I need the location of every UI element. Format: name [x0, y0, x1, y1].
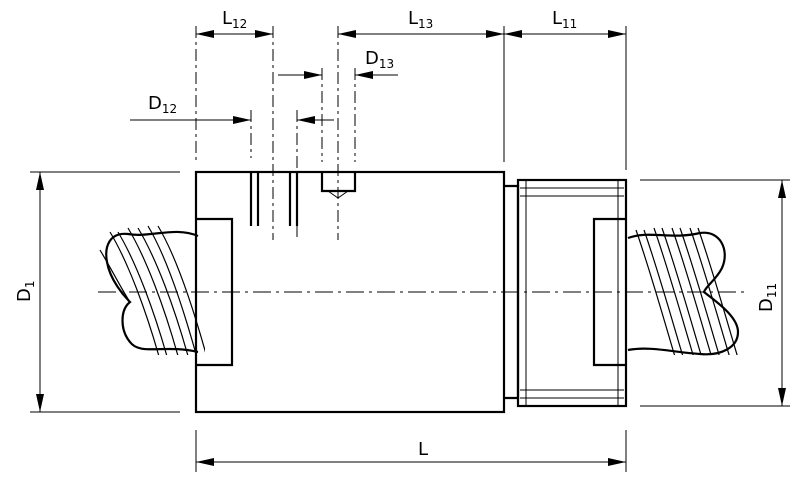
threaded-flange: [516, 178, 628, 408]
dim-L: L: [196, 439, 626, 466]
nut-body: [194, 170, 506, 414]
dim-L11: L11: [504, 8, 626, 38]
nut-recess-left: [196, 217, 234, 367]
thread-lines: [520, 180, 624, 406]
dim-D11: D11: [756, 180, 786, 406]
label-D11: D11: [756, 283, 779, 312]
label-L11: L11: [552, 8, 577, 31]
dim-D13: D13: [355, 48, 398, 79]
extension-lines: [30, 26, 790, 472]
label-D13: D13: [365, 48, 394, 71]
dim-groove-spacing: [278, 71, 322, 79]
dim-L13: L13: [338, 8, 504, 38]
label-D1: D1: [14, 280, 37, 302]
flange-recess-right: [592, 217, 626, 367]
seal-grooves: [249, 172, 299, 226]
dim-D1: D1: [14, 172, 44, 412]
dim-L12: L12: [196, 8, 273, 38]
label-D12: D12: [148, 93, 177, 116]
label-L12: L12: [222, 8, 247, 31]
screw-shaft-right: [627, 227, 740, 356]
label-L: L: [418, 439, 428, 460]
label-L13: L13: [408, 8, 433, 31]
dim-D12: D12: [130, 93, 334, 124]
screw-shaft-left: [99, 225, 205, 355]
